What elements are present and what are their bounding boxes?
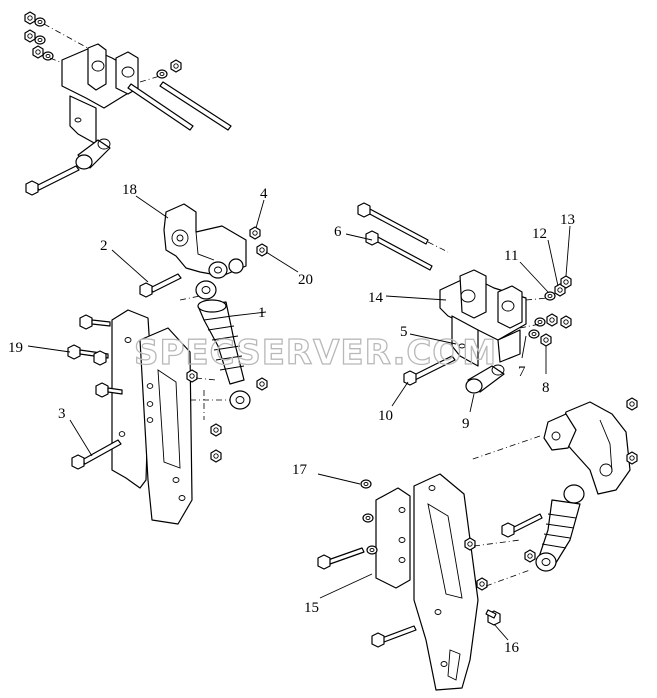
callout-5: 5 xyxy=(400,324,408,340)
callout-17: 17 xyxy=(292,462,308,478)
callout-8: 8 xyxy=(542,380,550,396)
leader-lines xyxy=(27,195,571,641)
callout-labels: 1 2 3 4 5 6 7 8 9 10 11 12 13 14 15 16 1… xyxy=(8,182,575,656)
watermark: SPECSERVER.COM xyxy=(134,333,497,373)
left-shock-assembly xyxy=(67,203,268,525)
callout-13: 13 xyxy=(560,212,575,228)
callout-20: 20 xyxy=(298,272,313,288)
top-left-assembly xyxy=(24,11,232,196)
callout-11: 11 xyxy=(504,248,518,264)
callout-2: 2 xyxy=(100,238,108,254)
callout-12: 12 xyxy=(532,226,547,242)
callout-7: 7 xyxy=(518,364,526,380)
callout-9: 9 xyxy=(462,416,470,432)
callout-14: 14 xyxy=(368,290,384,306)
right-bottom-assembly xyxy=(317,397,638,691)
callout-10: 10 xyxy=(378,408,393,424)
callout-16: 16 xyxy=(504,640,520,656)
callout-19: 19 xyxy=(8,340,23,356)
callout-6: 6 xyxy=(334,224,342,240)
callout-18: 18 xyxy=(122,182,137,198)
right-top-assembly xyxy=(357,202,572,394)
callout-15: 15 xyxy=(304,600,319,616)
callout-1: 1 xyxy=(258,305,266,321)
callout-3: 3 xyxy=(58,406,66,422)
callout-4: 4 xyxy=(260,186,268,202)
